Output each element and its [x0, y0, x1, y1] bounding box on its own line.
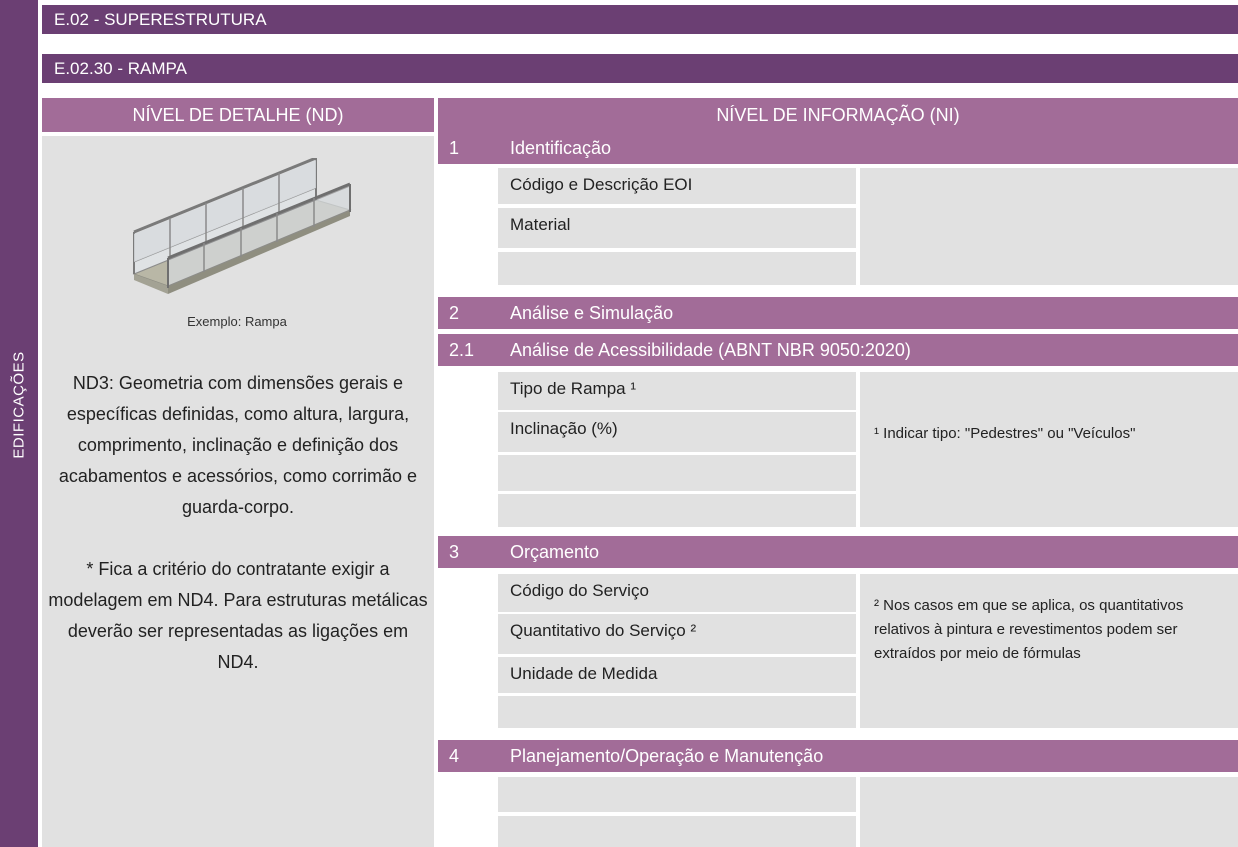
category-sidebar: EDIFICAÇÕES [0, 0, 38, 847]
nd-header: NÍVEL DE DETALHE (ND) [42, 98, 434, 132]
detail-panel: Exemplo: Rampa ND3: Geometria com dimens… [42, 136, 434, 847]
section-title: Planejamento/Operação e Manutenção [510, 746, 824, 766]
list-item [498, 696, 856, 728]
section-number: 3 [449, 542, 460, 562]
list-item: Material [498, 208, 856, 248]
notes-cell [860, 777, 1238, 847]
section-header-acessibilidade: 2.1 Análise de Acessibilidade (ABNT NBR … [438, 334, 1238, 366]
spacer [42, 34, 1238, 54]
section-number: 2.1 [449, 340, 475, 360]
section-title: Orçamento [510, 542, 600, 562]
list-item: Quantitativo do Serviço ² [498, 614, 856, 654]
group-title-bar: E.02 - SUPERESTRUTURA [42, 5, 1238, 34]
ramp-image [132, 158, 352, 294]
section-title: Identificação [510, 138, 612, 158]
acessibilidade-note: ¹ Indicar tipo: "Pedestres" ou "Veículos… [860, 372, 1238, 527]
list-item [498, 777, 856, 812]
section-header-identificacao: 1 Identificação [438, 132, 1238, 164]
list-item: Inclinação (%) [498, 412, 856, 452]
list-item: Unidade de Medida [498, 657, 856, 693]
orcamento-note: ² Nos casos em que se aplica, os quantit… [860, 574, 1238, 728]
list-item: Tipo de Rampa ¹ [498, 372, 856, 410]
notes-cell [860, 168, 1238, 285]
section-header-planejamento: 4 Planejamento/Operação e Manutenção [438, 740, 1238, 772]
list-item [498, 494, 856, 527]
ni-header: NÍVEL DE INFORMAÇÃO (NI) [438, 98, 1238, 132]
detail-note: * Fica a critério do contratante exigir … [48, 559, 428, 672]
element-title: E.02.30 - RAMPA [54, 59, 187, 78]
list-item [498, 816, 856, 847]
list-item [498, 252, 856, 285]
category-label: EDIFICAÇÕES [10, 351, 28, 459]
detail-description: ND3: Geometria com dimensões gerais e es… [58, 373, 418, 517]
section-number: 2 [449, 303, 460, 323]
section-number: 4 [449, 746, 460, 766]
section-title: Análise e Simulação [510, 303, 674, 323]
section-header-analise: 2 Análise e Simulação [438, 297, 1238, 329]
section-number: 1 [449, 138, 460, 158]
list-item [498, 455, 856, 491]
group-title: E.02 - SUPERESTRUTURA [54, 10, 267, 29]
element-title-bar: E.02.30 - RAMPA [42, 54, 1238, 83]
image-caption: Exemplo: Rampa [187, 314, 287, 329]
section-header-orcamento: 3 Orçamento [438, 536, 1238, 568]
section-title: Análise de Acessibilidade (ABNT NBR 9050… [510, 340, 911, 360]
list-item: Código do Serviço [498, 574, 856, 612]
list-item: Código e Descrição EOI [498, 168, 856, 204]
